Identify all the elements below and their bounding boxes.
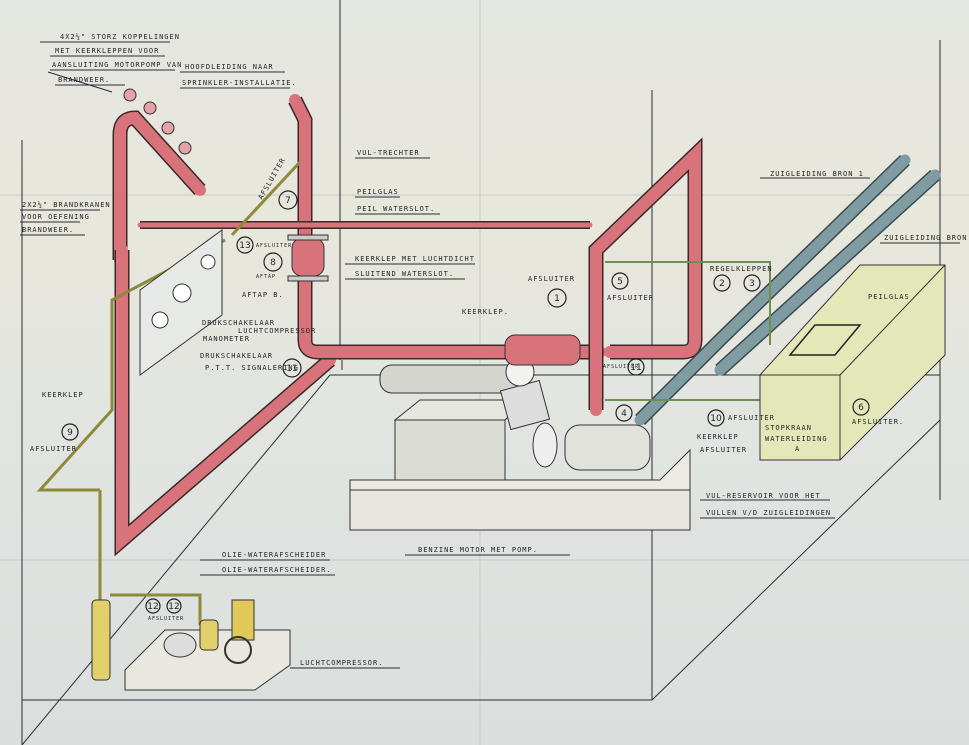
label-brandkranen-1: 2x2½" brandkranen xyxy=(22,201,111,209)
label-afsluiter-6: Afsluiter. xyxy=(852,418,904,426)
label-drukschakelaar-1: Drukschakelaar xyxy=(202,319,275,327)
label-vulreservoir-2: vullen v/d zuigleidingen xyxy=(706,509,831,517)
label-ptt: P.T.T. signalering xyxy=(205,364,299,372)
label-brandkranen-2: voor oefening xyxy=(22,213,90,221)
callout-1: 1 xyxy=(554,294,560,304)
gauge-panel xyxy=(139,229,223,376)
label-stopkraan: Stopkraan xyxy=(765,424,812,432)
label-manometer: Manometer xyxy=(203,335,250,343)
check-valve-8 xyxy=(287,234,329,282)
label-afsluiter-11: Afsluiter xyxy=(603,364,639,370)
label-peilglas-top: Peilglas xyxy=(357,188,399,196)
callout-12b: 12 xyxy=(168,602,179,612)
callout-2: 2 xyxy=(719,279,725,289)
callouts xyxy=(61,190,870,614)
callout-5: 5 xyxy=(617,277,623,287)
water-pipes xyxy=(112,94,703,557)
label-waterleiding-a: A xyxy=(795,445,800,453)
label-keerklep-right: Keerklep xyxy=(697,433,739,441)
callout-13: 13 xyxy=(239,241,250,251)
air-compressor xyxy=(91,599,291,691)
label-afsluiter-right: Afsluiter xyxy=(700,446,747,454)
label-keerklep-pump: Keerklep. xyxy=(462,308,509,316)
benzine-motor-with-pump xyxy=(349,334,691,531)
label-aftap-b: Aftap B. xyxy=(242,291,284,299)
suction-pipes xyxy=(634,154,941,426)
callout-3: 3 xyxy=(749,279,755,289)
label-afsluiter-1: Afsluiter xyxy=(528,275,575,283)
callout-7: 7 xyxy=(285,196,291,206)
label-afsluiter-9: Afsluiter xyxy=(30,445,77,453)
label-benzine-motor: Benzine motor met pomp. xyxy=(418,546,538,554)
label-vulreservoir-1: Vul-reservoir voor het xyxy=(706,492,821,500)
label-regelkleppen: Regelkleppen xyxy=(710,265,773,273)
label-brandkranen-3: brandweer. xyxy=(22,226,74,234)
label-peilglas-tank: Peilglas xyxy=(868,293,910,301)
fill-reservoir xyxy=(759,264,946,461)
callout-9: 9 xyxy=(67,428,73,438)
callout-12a: 12 xyxy=(147,602,158,612)
callout-numbers: 1 2 3 4 5 6 7 8 9 10 11 11 12 12 13 xyxy=(67,196,864,612)
callout-11b: 11 xyxy=(630,363,641,373)
callout-4: 4 xyxy=(621,409,627,419)
label-storz-3: aansluiting motorpomp van xyxy=(52,61,182,69)
label-main-1: Hoofdleiding naar xyxy=(185,63,274,71)
label-aftap: Aftap xyxy=(256,274,276,280)
label-keerklep-waterslot-1: Keerklep met luchtdicht xyxy=(355,255,475,263)
label-underlines xyxy=(20,41,960,669)
label-drukschakelaar-2: Drukschakelaar xyxy=(200,352,273,360)
label-olie-1: Olie-waterafscheider xyxy=(222,551,326,559)
label-storz-1: 4x2½" Storz koppelingen xyxy=(60,33,180,41)
label-waterleiding: Waterleiding xyxy=(765,435,828,443)
label-zuigleiding-1: Zuigleiding Bron 1 xyxy=(770,170,864,178)
label-afsluiter-10: Afsluiter xyxy=(728,414,775,422)
label-afsluiter-5: Afsluiter xyxy=(607,294,654,302)
label-olie-2: Olie-waterafscheider. xyxy=(222,566,332,574)
label-main-2: sprinkler-installatie. xyxy=(182,79,297,87)
callout-8: 8 xyxy=(270,258,276,268)
label-zuigleiding-2: Zuigleiding Bron 2 xyxy=(884,234,969,242)
callout-10: 10 xyxy=(710,414,722,424)
label-storz-2: met keerkleppen voor xyxy=(55,47,159,55)
label-luchtcompressor-small: luchtcompressor xyxy=(238,327,316,335)
label-afsluiter-12: Afsluiter xyxy=(148,616,184,622)
fill-lines xyxy=(605,261,790,401)
air-lines xyxy=(36,160,302,625)
label-vultrechter: Vul-trechter xyxy=(357,149,420,157)
label-afsluiter-13: Afsluiter xyxy=(256,243,292,249)
callout-11a: 11 xyxy=(286,364,297,374)
label-keerklep-9: Keerklep xyxy=(42,391,84,399)
label-storz-4: brandweer. xyxy=(58,76,110,84)
label-keerklep-waterslot-2: sluitend waterslot. xyxy=(355,270,454,278)
label-peil-waterslot: Peil waterslot. xyxy=(357,205,435,213)
callout-6: 6 xyxy=(858,403,864,413)
label-luchtcompressor: Luchtcompressor. xyxy=(300,659,383,667)
storz-couplings xyxy=(123,88,192,155)
